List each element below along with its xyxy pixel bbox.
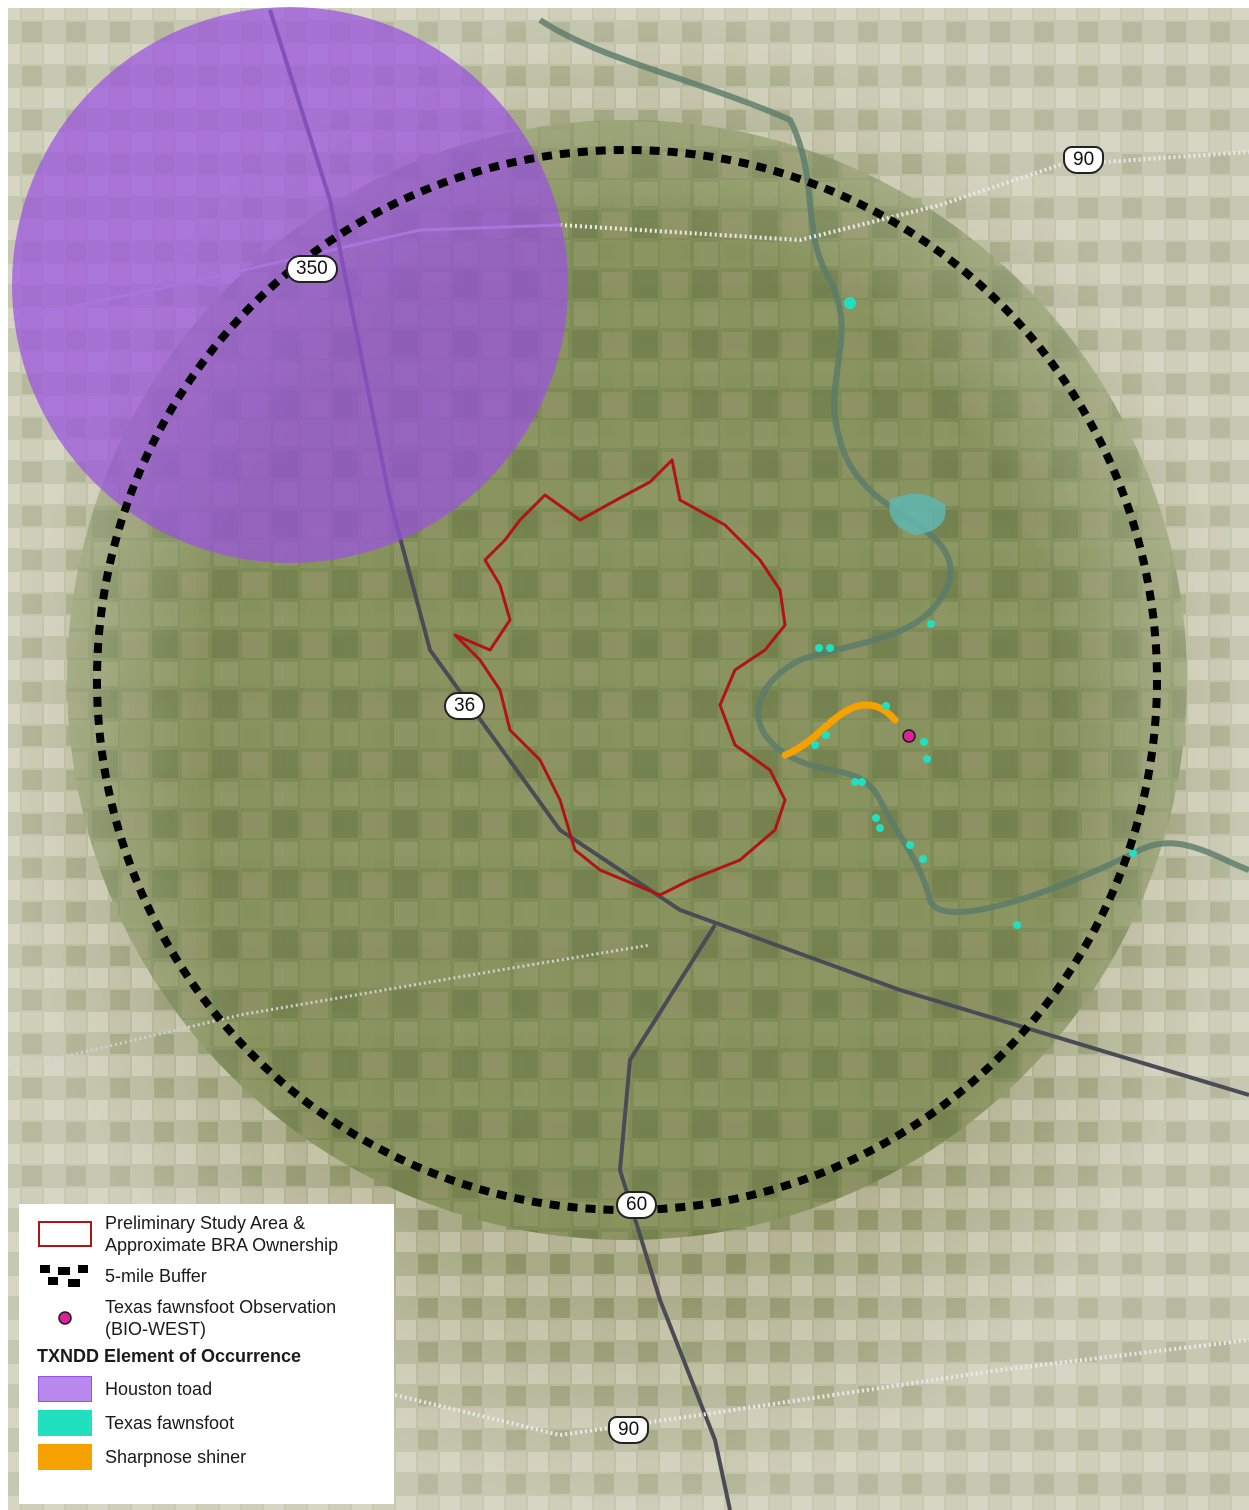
fawnsfoot-point — [872, 814, 880, 822]
fawnsfoot-point — [815, 644, 823, 652]
legend-item-houston-toad: Houston toad — [37, 1375, 382, 1403]
shield-90-north: 90 — [1063, 146, 1105, 174]
legend-label-texas-fawnsfoot: Texas fawnsfoot — [105, 1413, 235, 1433]
legend-item-sharpnose-shiner: Sharpnose shiner — [37, 1443, 382, 1471]
sharpnose-shiner-swatch-icon — [37, 1443, 93, 1471]
legend-label-observation: Texas fawnsfoot Observation (BIO-WEST) — [105, 1297, 337, 1339]
fawnsfoot-point — [882, 702, 890, 710]
legend-item-observation: Texas fawnsfoot Observation (BIO-WEST) — [37, 1296, 382, 1340]
shield-36: 36 — [444, 692, 486, 720]
fawnsfoot-point — [844, 297, 856, 309]
legend-label-houston-toad: Houston toad — [105, 1379, 213, 1399]
observation-dot-icon — [37, 1304, 93, 1332]
legend-item-texas-fawnsfoot: Texas fawnsfoot — [37, 1409, 382, 1437]
road-us90-north — [559, 150, 1249, 243]
fawnsfoot-point — [858, 778, 866, 786]
sharpnose-shiner-reach — [781, 701, 899, 759]
fawnsfoot-point — [920, 738, 928, 746]
legend-item-buffer: 5-mile Buffer — [37, 1262, 382, 1290]
fawnsfoot-point — [822, 731, 830, 739]
legend-label-sharpnose-shiner: Sharpnose shiner — [105, 1447, 247, 1467]
fawnsfoot-point — [851, 778, 859, 786]
road-west-rail — [7, 943, 651, 1072]
map-legend: Preliminary Study Area & Approximate BRA… — [19, 1204, 394, 1504]
texas-fawnsfoot-points — [811, 297, 1137, 929]
pond — [889, 493, 946, 535]
shield-60: 60 — [616, 1191, 658, 1219]
fawnsfoot-point — [906, 841, 914, 849]
fawnsfoot-point — [826, 644, 834, 652]
houston-toad-area — [12, 7, 568, 563]
buffer-swatch-icon — [37, 1262, 93, 1290]
fawnsfoot-point — [1013, 921, 1021, 929]
fawnsfoot-point — [1129, 849, 1137, 857]
legend-item-study-area: Preliminary Study Area & Approximate BRA… — [37, 1212, 382, 1256]
legend-heading: TXNDD Element of Occurrence — [37, 1346, 302, 1366]
fawnsfoot-point — [923, 755, 931, 763]
fawnsfoot-point — [811, 741, 819, 749]
shield-90-south: 90 — [608, 1416, 650, 1444]
study-area-swatch-icon — [37, 1220, 93, 1248]
fawnsfoot-point — [927, 620, 935, 628]
river — [538, 17, 1249, 915]
legend-label-buffer: 5-mile Buffer — [105, 1266, 207, 1286]
fawnsfoot-point — [919, 855, 927, 863]
study-area-boundary — [453, 458, 787, 897]
road-sh60 — [617, 923, 732, 1510]
houston-toad-swatch-icon — [37, 1375, 93, 1403]
shield-350: 350 — [286, 255, 338, 283]
texas-fawnsfoot-swatch-icon — [37, 1409, 93, 1437]
fawnsfoot-observation-point — [902, 729, 916, 743]
fawnsfoot-point — [876, 824, 884, 832]
legend-label-study-area: Preliminary Study Area & Approximate BRA… — [105, 1213, 339, 1255]
road-us90-south — [394, 1338, 1249, 1438]
